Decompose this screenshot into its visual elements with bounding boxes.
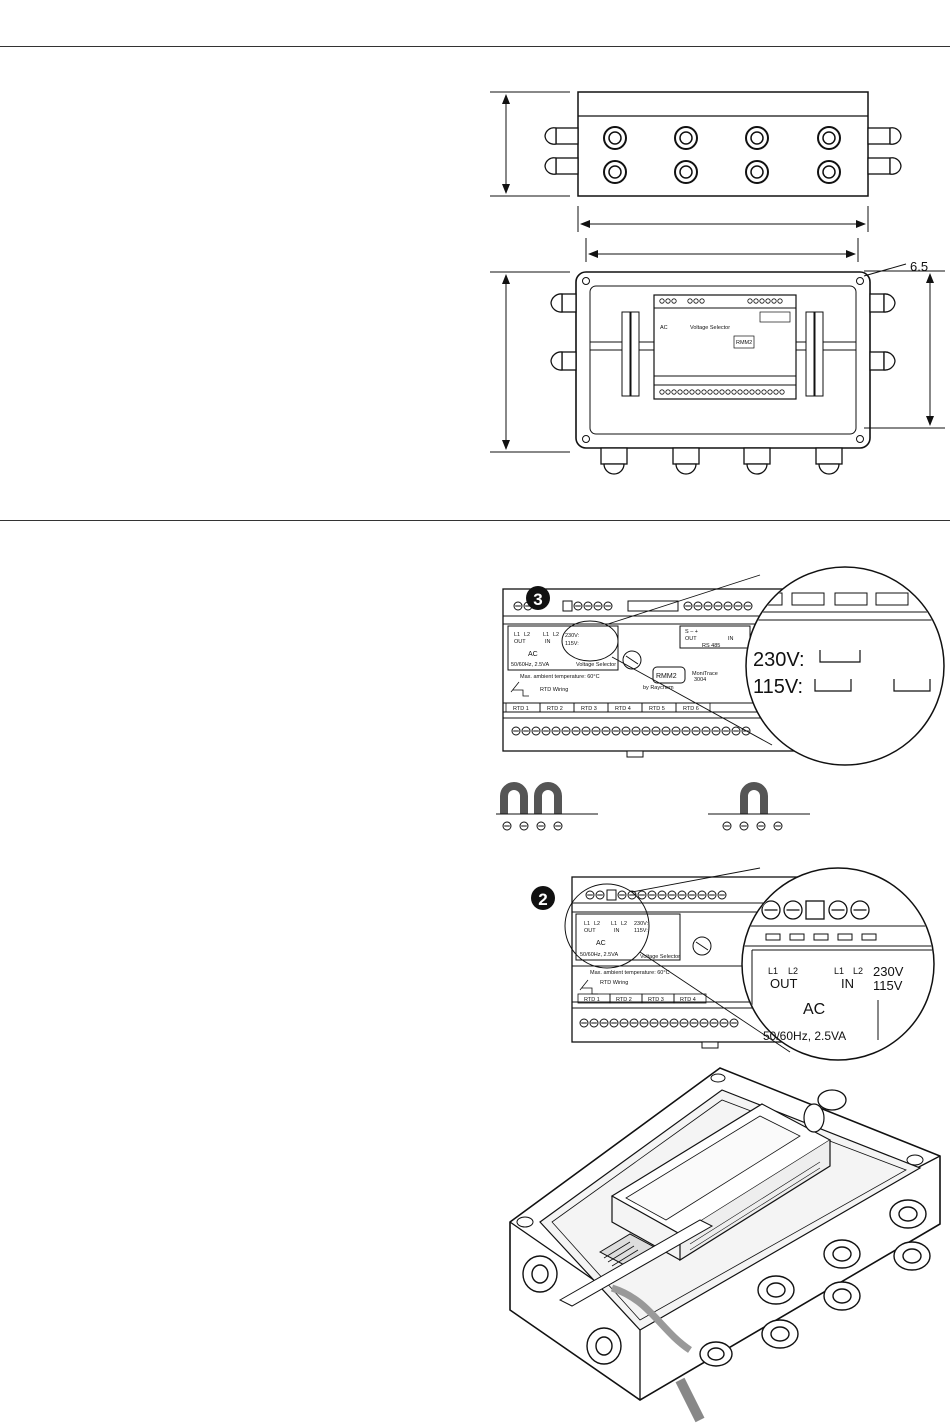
zoom-115v-label: 115V: (753, 676, 803, 698)
s3-out-label: OUT (514, 639, 526, 645)
s3-ac-label: AC (528, 651, 538, 658)
s3-l2-out: L2 (524, 632, 530, 638)
s2-l2-in: L2 (621, 921, 627, 927)
s3-model-sub2: 3004 (694, 677, 706, 683)
s3-power-rating: 50/60Hz, 2.5VA (511, 662, 549, 668)
s2-ac: AC (596, 940, 606, 947)
s2-115: 115V: (634, 928, 648, 934)
s2-230: 230V: (634, 921, 649, 927)
s3-rtd3: RTD 3 (581, 706, 597, 712)
s3-in-rs: IN (728, 636, 734, 642)
top-divider (0, 46, 950, 47)
top-view-glands (550, 293, 896, 475)
s2-power: 50/60Hz, 2.5VA (580, 952, 618, 958)
s3-rtd2: RTD 2 (547, 706, 563, 712)
s3-rtd-row: RTD 1 RTD 2 RTD 3 RTD 4 RTD 5 RTD 6 (505, 702, 711, 713)
s2-voltage-selector: Voltage Selector (640, 954, 680, 960)
s3-l1-l2-out: L1 (514, 632, 520, 638)
zoom2-l2-out: L2 (788, 966, 798, 976)
zoom-230v-label: 230V: (753, 649, 805, 671)
s3-in-label: IN (545, 639, 551, 645)
s3-out-rs: OUT (685, 636, 697, 642)
s3-model-sub: MoniTrace (692, 671, 718, 677)
step3-zoom-callout: 230V: 115V: (745, 566, 945, 766)
s2-l1-out: L1 (584, 921, 590, 927)
zoom2-ac: AC (803, 1001, 825, 1018)
mini-voltage-selector: Voltage Selector (690, 325, 730, 331)
s2-rtd4: RTD 4 (680, 997, 696, 1003)
isometric-enclosure (509, 1067, 941, 1423)
s2-max-temp: Max. ambient temperature: 60°C (590, 970, 670, 976)
step2-badge: 2 (531, 886, 555, 910)
zoom2-230v: 230V (873, 964, 904, 979)
side-height-dimension (490, 91, 570, 197)
s3-max-temp: Max. ambient temperature: 60°C (520, 674, 600, 680)
zoom2-115v: 115V (873, 978, 903, 993)
step2-number: 2 (538, 890, 547, 909)
jumper-115v (708, 782, 810, 831)
s3-rtd-wiring: RTD Wiring (540, 687, 568, 693)
top-view-module: AC Voltage Selector RMM2 (653, 294, 797, 400)
step3-number: 3 (533, 590, 542, 609)
mini-model: RMM2 (736, 340, 752, 346)
side-left-fittings (544, 127, 579, 175)
top-view-enclosure: AC Voltage Selector RMM2 (550, 271, 896, 475)
top-height-dimensions (490, 263, 945, 453)
s3-rtd4: RTD 4 (615, 706, 631, 712)
s2-rtd1: RTD 1 (584, 997, 600, 1003)
s3-rtd1: RTD 1 (513, 706, 529, 712)
jumper-230v (496, 782, 598, 831)
s3-rtd5: RTD 5 (649, 706, 665, 712)
s2-rtd-wiring: RTD Wiring (600, 980, 628, 986)
s2-rtd3: RTD 3 (648, 997, 664, 1003)
zoom2-in: IN (841, 976, 854, 991)
s3-rtd6: RTD 6 (683, 706, 699, 712)
s2-rtd-row: RTD 1 RTD 2 RTD 3 RTD 4 (577, 993, 707, 1004)
zoom2-out: OUT (770, 976, 798, 991)
s3-rs485: RS 485 (702, 643, 720, 649)
s2-rtd2: RTD 2 (616, 997, 632, 1003)
step3-badge: 3 (526, 586, 550, 610)
zoom2-l1-in: L1 (834, 966, 844, 976)
side-right-fittings (867, 127, 902, 175)
hole-diameter-label: 6.5 (910, 259, 928, 274)
s3-230-label: 230V: (565, 633, 580, 639)
s3-115-label: 115V: (565, 641, 579, 647)
s2-out: OUT (584, 928, 596, 934)
s3-brand: by Raychem (643, 685, 674, 691)
s3-l2-in: L2 (553, 632, 559, 638)
zoom2-l2-in: L2 (853, 966, 863, 976)
s3-s-label: S – + (685, 629, 698, 635)
side-view-enclosure (544, 91, 902, 197)
s2-l1-in: L1 (611, 921, 617, 927)
zoom2-power: 50/60Hz, 2.5VA (763, 1029, 846, 1043)
mini-ac-label: AC (660, 325, 668, 331)
zoom2-l1-out: L1 (768, 966, 778, 976)
s2-in: IN (614, 928, 620, 934)
step2-zoom-callout: L1 L2 OUT L1 L2 IN 230V 115V AC 50/60Hz,… (741, 867, 935, 1061)
width-dimensions (577, 206, 869, 262)
s3-l1-in: L1 (543, 632, 549, 638)
s3-voltage-selector: Voltage Selector (576, 662, 616, 668)
s2-l2-out: L2 (594, 921, 600, 927)
middle-divider (0, 520, 950, 521)
s3-model: RMM2 (656, 673, 677, 680)
